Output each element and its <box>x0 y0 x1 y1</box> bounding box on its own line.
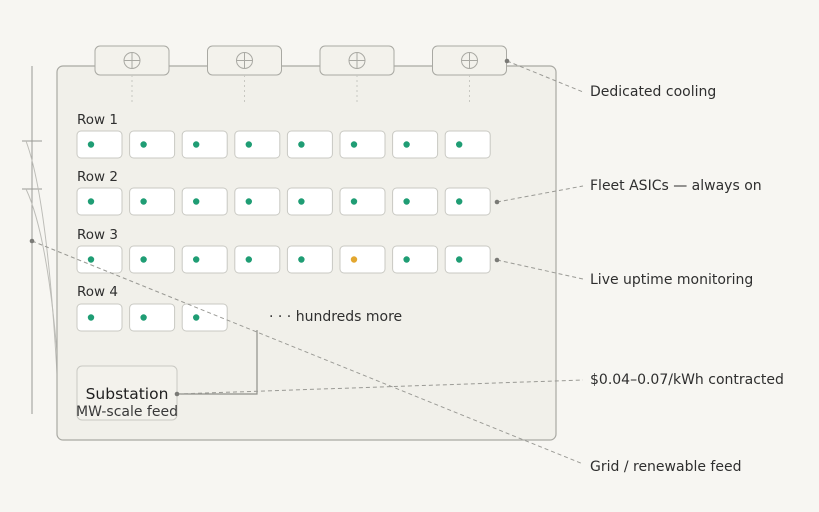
status-dot-icon <box>456 198 463 205</box>
asic-unit <box>181 187 228 216</box>
asic-unit <box>392 245 439 274</box>
status-dot-icon <box>193 256 200 263</box>
status-dot-icon <box>193 198 200 205</box>
fan-crosshair-icon <box>236 52 253 69</box>
asic-unit <box>444 245 491 274</box>
asic-unit <box>129 187 176 216</box>
status-dot-icon <box>193 141 200 148</box>
substation-title: Substation <box>86 385 169 403</box>
asic-rows: Row 1 Row 2 Row 3 Row 4 <box>76 112 491 332</box>
status-dot-icon <box>87 256 95 263</box>
asic-unit <box>339 187 386 216</box>
cooling-unit <box>94 45 170 104</box>
power-line <box>22 66 61 414</box>
asic-unit <box>129 245 176 274</box>
row-label: Row 3 <box>77 227 118 243</box>
status-dot-icon <box>350 141 358 148</box>
status-dot-icon <box>140 256 147 263</box>
asic-unit <box>76 187 123 216</box>
leader-lines <box>31 60 584 465</box>
status-dot-icon <box>456 256 463 263</box>
status-dot-icon <box>193 314 200 321</box>
asic-unit <box>444 187 491 216</box>
status-dot-icon <box>403 256 410 263</box>
status-dot-icon <box>87 198 95 205</box>
status-dot-icon <box>403 198 410 205</box>
annotation-grid: Grid / renewable feed <box>590 459 741 475</box>
status-dot-icon <box>298 256 305 263</box>
cooling-unit <box>432 45 507 104</box>
status-dot-icon <box>298 198 305 205</box>
status-dot-icon <box>350 198 358 205</box>
status-dot-icon <box>456 141 463 148</box>
status-dot-icon <box>140 314 147 321</box>
status-dot-icon <box>140 141 147 148</box>
asic-unit <box>286 187 333 216</box>
asic-row: Row 1 <box>76 112 491 159</box>
row-label: Row 4 <box>77 284 118 300</box>
status-dot-icon <box>87 141 95 148</box>
annotation-contract: $0.04–0.07/kWh contracted <box>590 372 784 388</box>
status-dot-icon <box>245 141 252 148</box>
asic-unit <box>339 130 386 159</box>
asic-unit <box>76 245 123 274</box>
asic-row: Row 2 <box>76 169 491 216</box>
asic-unit <box>181 245 228 274</box>
substation: Substation MW-scale feed <box>76 365 178 421</box>
asic-unit <box>392 130 439 159</box>
asic-unit <box>286 130 333 159</box>
asic-unit <box>234 130 281 159</box>
asic-row: Row 3 <box>76 227 491 274</box>
cooling-units <box>94 45 507 104</box>
asic-unit <box>234 245 281 274</box>
status-dot-icon <box>245 256 252 263</box>
row-label: Row 2 <box>77 169 118 185</box>
asic-unit <box>339 245 386 274</box>
status-dot-icon <box>140 198 147 205</box>
annotation-cooling: Dedicated cooling <box>590 84 716 100</box>
annotations: Dedicated cooling Fleet ASICs — always o… <box>590 84 784 475</box>
status-dot-icon <box>87 314 95 321</box>
status-dot-icon <box>298 141 305 148</box>
asic-unit <box>76 130 123 159</box>
substation-feed-line <box>177 330 258 395</box>
asic-row: Row 4 <box>76 284 228 332</box>
asic-unit <box>392 187 439 216</box>
status-dot-icon <box>245 198 252 205</box>
asic-unit <box>234 187 281 216</box>
asic-unit <box>129 130 176 159</box>
status-dot-icon <box>350 256 358 263</box>
asic-unit <box>181 130 228 159</box>
asic-unit <box>286 245 333 274</box>
asic-unit <box>129 303 176 332</box>
cooling-unit <box>319 45 395 104</box>
substation-caption: MW-scale feed <box>76 404 178 420</box>
fan-crosshair-icon <box>461 52 478 69</box>
asic-unit <box>76 303 123 332</box>
fan-crosshair-icon <box>123 52 141 69</box>
status-dot-icon <box>403 141 410 148</box>
cooling-unit <box>207 45 282 104</box>
row-label: Row 1 <box>77 112 118 128</box>
asic-unit <box>444 130 491 159</box>
hundreds-more-label: · · · hundreds more <box>269 309 402 325</box>
leader-endpoints <box>29 58 510 397</box>
annotation-uptime: Live uptime monitoring <box>590 272 753 288</box>
asic-unit <box>181 303 228 332</box>
fan-crosshair-icon <box>348 52 366 69</box>
annotation-asics: Fleet ASICs — always on <box>590 178 762 194</box>
